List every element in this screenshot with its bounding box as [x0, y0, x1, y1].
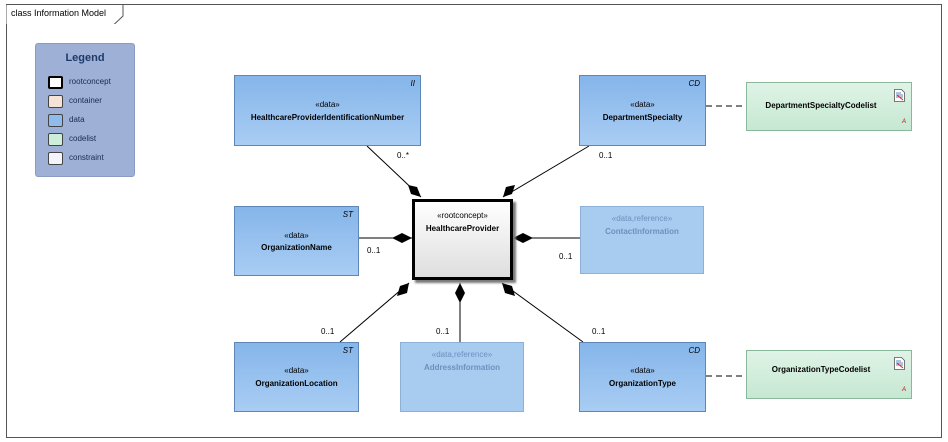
connector-dept: [502, 145, 590, 198]
class-organization-type[interactable]: CD «data» OrganizationType: [579, 342, 706, 412]
class-name: OrganizationName: [261, 243, 332, 252]
codelist-icon: [894, 357, 905, 370]
legend-swatch: [48, 76, 63, 89]
multiplicity-orgname: 0..1: [367, 246, 381, 255]
legend: Legend rootconcept container data codeli…: [35, 43, 135, 177]
class-name: AddressInformation: [423, 363, 500, 372]
stereotype-label: «data»: [284, 231, 309, 240]
multiplicity-orgtype: 0..1: [592, 327, 606, 336]
diamond-orgtype: [502, 283, 515, 296]
class-organization-location[interactable]: ST «data» OrganizationLocation: [234, 342, 359, 412]
stereotype-label: «data»: [284, 366, 309, 375]
legend-label: data: [69, 115, 85, 124]
class-healthcare-provider-identification-number[interactable]: II «data» HealthcareProviderIdentificati…: [234, 75, 421, 146]
connector-orgtype: [501, 282, 584, 343]
datatype-tag: ST: [342, 210, 353, 219]
stereotype-label: «data»: [630, 100, 655, 109]
multiplicity-dept: 0..1: [599, 151, 613, 160]
abstract-marker: A: [901, 387, 906, 393]
class-name: DepartmentSpecialty: [602, 113, 683, 122]
diamond-hpin: [408, 185, 421, 197]
diamond-contact: [513, 233, 533, 243]
codelist-organization-type[interactable]: OrganizationTypeCodelist A: [746, 350, 912, 399]
diamond-orgloc: [397, 283, 409, 296]
legend-title: Legend: [65, 52, 105, 64]
stereotype-label: «rootconcept»: [437, 211, 488, 220]
diamond-address: [455, 283, 465, 303]
abstract-marker: A: [901, 119, 906, 125]
class-name: OrganizationType: [609, 379, 676, 388]
legend-swatch: [48, 95, 63, 108]
stereotype-label: «data,reference»: [611, 214, 673, 223]
codelist-department-specialty[interactable]: DepartmentSpecialtyCodelist A: [746, 82, 912, 131]
class-address-information[interactable]: «data,reference» AddressInformation: [400, 342, 524, 412]
class-name: HealthcareProviderIdentificationNumber: [250, 113, 405, 122]
class-organization-name[interactable]: ST «data» OrganizationName: [234, 206, 359, 276]
datatype-tag: CD: [688, 79, 700, 88]
legend-swatch: [48, 152, 63, 165]
multiplicity-hpin: 0..*: [397, 151, 410, 160]
legend-label: rootconcept: [69, 77, 111, 86]
codelist-icon: [894, 89, 905, 102]
legend-label: codelist: [69, 134, 97, 143]
datatype-tag: CD: [688, 346, 700, 355]
class-department-specialty[interactable]: CD «data» DepartmentSpecialty: [579, 75, 706, 146]
multiplicity-orgloc: 0..1: [321, 327, 335, 336]
multiplicity-contact: 0..1: [559, 252, 573, 261]
legend-swatch: [48, 133, 63, 146]
codelist-name: DepartmentSpecialtyCodelist: [765, 101, 877, 110]
class-name: OrganizationLocation: [255, 379, 338, 388]
legend-swatch: [48, 114, 63, 127]
multiplicity-address: 0..1: [436, 327, 450, 336]
class-name: ContactInformation: [605, 227, 679, 236]
datatype-tag: ST: [342, 346, 353, 355]
codelist-name: OrganizationTypeCodelist: [771, 365, 871, 374]
legend-label: container: [69, 96, 102, 105]
class-contact-information[interactable]: «data,reference» ContactInformation: [580, 206, 704, 274]
frame-title: class Information Model: [11, 8, 107, 18]
stereotype-label: «data»: [315, 100, 340, 109]
class-healthcare-provider[interactable]: «rootconcept» HealthcareProvider: [412, 199, 513, 280]
legend-label: constraint: [69, 153, 104, 162]
frame-title-tab: [6, 4, 124, 24]
stereotype-label: «data»: [630, 366, 655, 375]
class-name: HealthcareProvider: [425, 224, 500, 233]
diagram-frame: [6, 4, 942, 438]
connector-orgloc: [339, 282, 410, 343]
datatype-tag: II: [410, 79, 415, 88]
diamond-orgname: [392, 233, 412, 243]
stereotype-label: «data,reference»: [431, 350, 493, 359]
diamond-dept: [503, 185, 515, 197]
